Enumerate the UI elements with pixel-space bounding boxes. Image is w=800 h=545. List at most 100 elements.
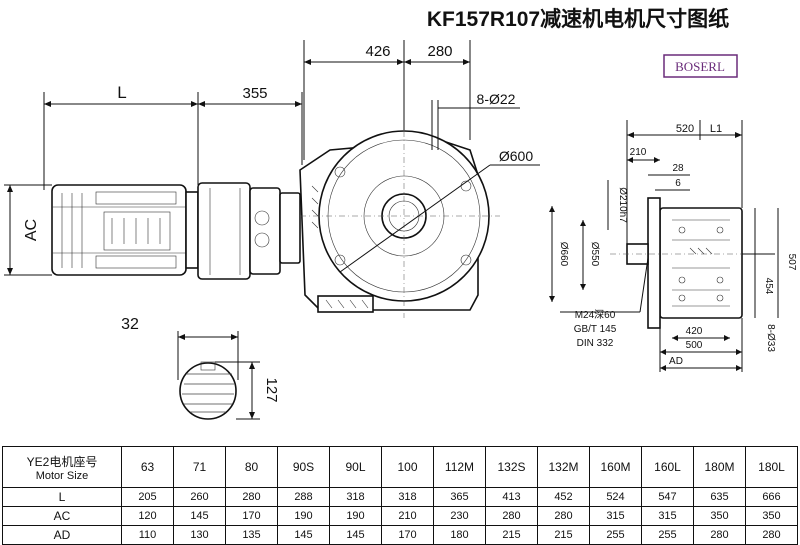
holes-label: 8-Ø33 bbox=[765, 324, 776, 352]
table-cell: 90S bbox=[277, 446, 330, 488]
row-label: AC bbox=[2, 506, 122, 526]
table-cell: 145 bbox=[277, 525, 330, 545]
table-cell: 132S bbox=[485, 446, 538, 488]
callout-bolts: 8-Ø22 bbox=[431, 91, 520, 150]
table-cell: 280 bbox=[485, 506, 538, 526]
table-cell: 318 bbox=[381, 487, 434, 507]
table-cell: 215 bbox=[537, 525, 590, 545]
table-cell: 190 bbox=[277, 506, 330, 526]
dim-420-label: 420 bbox=[686, 326, 703, 337]
table-cell: 280 bbox=[745, 525, 798, 545]
dim-AC-label: AC bbox=[23, 219, 40, 241]
callout-thread: M24深60 GB/T 145 DIN 332 bbox=[560, 257, 649, 349]
table-cell: 145 bbox=[173, 506, 226, 526]
table-row-AC: AC 120 145 170 190 190 210 230 280 280 3… bbox=[2, 506, 798, 526]
table-cell: 90L bbox=[329, 446, 382, 488]
table-cell: 180M bbox=[693, 446, 746, 488]
table-cell: 130 bbox=[173, 525, 226, 545]
table-cell: 318 bbox=[329, 487, 382, 507]
dim-507-label: 507 bbox=[786, 254, 797, 271]
table-cell: 80 bbox=[225, 446, 278, 488]
table-cell: 205 bbox=[121, 487, 174, 507]
table-cell: 280 bbox=[537, 506, 590, 526]
table-cell: 63 bbox=[121, 446, 174, 488]
thread-label: M24深60 bbox=[575, 309, 616, 321]
dim-210h7-label: Ø210h7 bbox=[617, 187, 628, 223]
header-label-text: YE2电机座号 bbox=[26, 454, 98, 469]
table-cell: 524 bbox=[589, 487, 642, 507]
table-cell: 452 bbox=[537, 487, 590, 507]
table-cell: 170 bbox=[381, 525, 434, 545]
dim-L-label: L bbox=[117, 83, 126, 102]
table-cell: 260 bbox=[173, 487, 226, 507]
table-cell: 100 bbox=[381, 446, 434, 488]
callout-flange-label: Ø600 bbox=[499, 148, 533, 164]
table-cell: 160M bbox=[589, 446, 642, 488]
table-cell: 110 bbox=[121, 525, 174, 545]
side-view: 520 L1 210 28 6 Ø660 Ø550 Ø210h7 454 bbox=[549, 120, 797, 372]
motor-body bbox=[51, 184, 199, 276]
table-cell: 210 bbox=[381, 506, 434, 526]
table-cell: 112M bbox=[433, 446, 486, 488]
dim-side-bottom: 420 500 AD 8-Ø33 bbox=[659, 318, 776, 372]
table-cell: 135 bbox=[225, 525, 278, 545]
motor-size-table: YE2电机座号 Motor Size 63 71 80 90S 90L 100 … bbox=[2, 446, 798, 545]
technical-drawing: KF157R107减速机电机尺寸图纸 BOSERL bbox=[4, 7, 797, 420]
header-sub-text: Motor Size bbox=[35, 469, 89, 482]
table-cell: 180L bbox=[745, 446, 798, 488]
shaft-section: 32 127 bbox=[121, 316, 280, 420]
table-cell: 315 bbox=[641, 506, 694, 526]
table-cell: 666 bbox=[745, 487, 798, 507]
table-cell: 365 bbox=[433, 487, 486, 507]
dim-520-label: 520 bbox=[676, 123, 694, 135]
dim-28-label: 28 bbox=[672, 163, 684, 174]
dim-210-label: 210 bbox=[630, 147, 647, 158]
table-cell: 160L bbox=[641, 446, 694, 488]
table-header-label: YE2电机座号 Motor Size bbox=[2, 446, 122, 488]
dim-454-label: 454 bbox=[763, 278, 774, 295]
dim-355-label: 355 bbox=[242, 85, 267, 102]
std2-label: DIN 332 bbox=[577, 338, 614, 349]
std1-label: GB/T 145 bbox=[574, 324, 617, 335]
dim-550-label: Ø550 bbox=[589, 242, 600, 267]
table-cell: 280 bbox=[693, 525, 746, 545]
dim-660-label: Ø660 bbox=[558, 242, 569, 267]
table-row-L: L 205 260 280 288 318 318 365 413 452 52… bbox=[2, 487, 798, 507]
r-stage-housing bbox=[197, 182, 301, 280]
dim-426-280: 426 280 bbox=[303, 40, 471, 160]
dim-L: L bbox=[43, 83, 198, 190]
callout-bolts-label: 8-Ø22 bbox=[477, 91, 516, 107]
dim-AD-label: AD bbox=[669, 356, 683, 367]
drawing-title: KF157R107减速机电机尺寸图纸 bbox=[427, 7, 729, 31]
brand-label: BOSERL bbox=[675, 59, 725, 74]
table-cell: 413 bbox=[485, 487, 538, 507]
table-header-row: YE2电机座号 Motor Size 63 71 80 90S 90L 100 … bbox=[2, 446, 798, 488]
table-cell: 190 bbox=[329, 506, 382, 526]
table-cell: 350 bbox=[693, 506, 746, 526]
table-cell: 170 bbox=[225, 506, 278, 526]
dim-side-210-28-6: 210 28 6 bbox=[627, 147, 690, 191]
row-label: L bbox=[2, 487, 122, 507]
dim-L1-label: L1 bbox=[710, 123, 722, 135]
table-cell: 255 bbox=[641, 525, 694, 545]
table-cell: 255 bbox=[589, 525, 642, 545]
table-cell: 635 bbox=[693, 487, 746, 507]
table-row-AD: AD 110 130 135 145 145 170 180 215 215 2… bbox=[2, 525, 798, 545]
table-cell: 230 bbox=[433, 506, 486, 526]
table-cell: 350 bbox=[745, 506, 798, 526]
shaft-h-label: 127 bbox=[263, 377, 280, 402]
table-cell: 120 bbox=[121, 506, 174, 526]
table-cell: 288 bbox=[277, 487, 330, 507]
side-housing bbox=[610, 197, 760, 329]
table-cell: 315 bbox=[589, 506, 642, 526]
dim-500-label: 500 bbox=[686, 340, 703, 351]
table-cell: 280 bbox=[225, 487, 278, 507]
dim-side-top: 520 L1 bbox=[626, 120, 743, 244]
table-cell: 132M bbox=[537, 446, 590, 488]
dim-355: 355 bbox=[197, 85, 303, 185]
table-cell: 547 bbox=[641, 487, 694, 507]
row-label: AD bbox=[2, 525, 122, 545]
main-view: L 355 426 280 8-Ø22 bbox=[4, 40, 540, 420]
dim-side-vertical: Ø660 Ø550 Ø210h7 454 507 bbox=[549, 180, 797, 318]
dim-426-label: 426 bbox=[365, 43, 390, 60]
